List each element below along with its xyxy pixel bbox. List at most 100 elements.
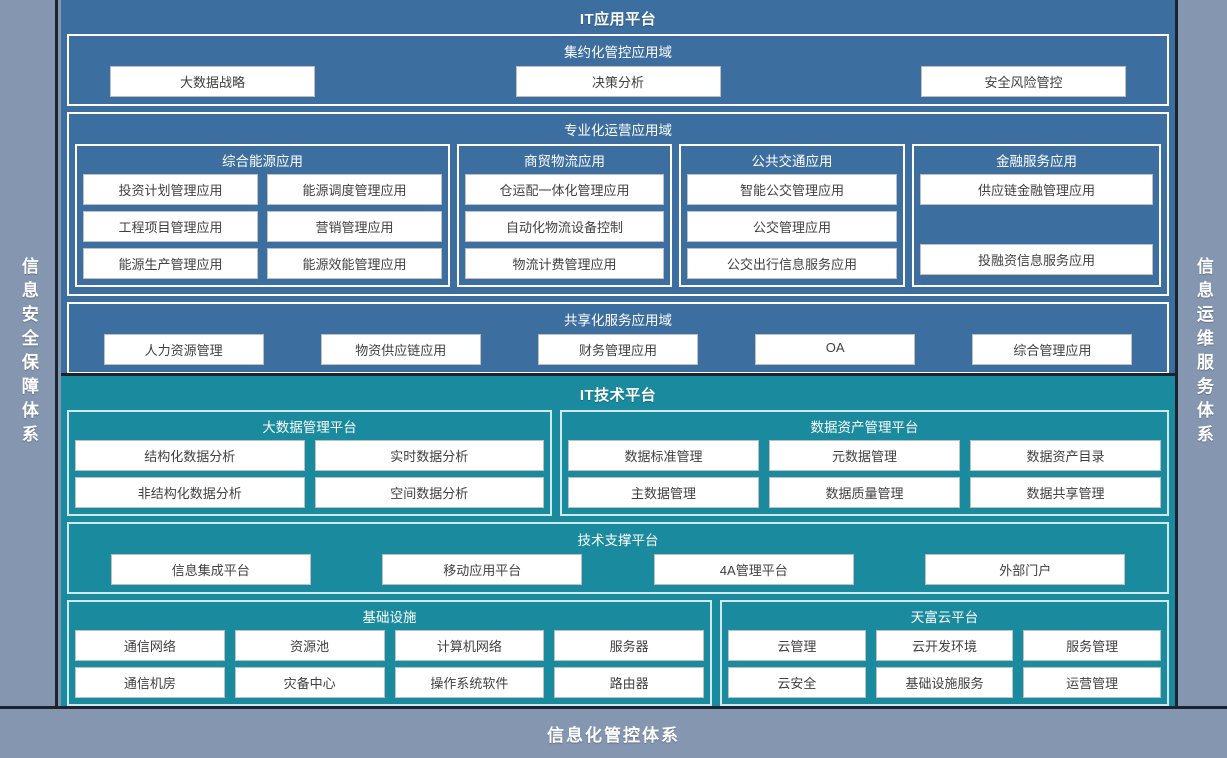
chip-spatial-data-analysis[interactable]: 空间数据分析 (314, 477, 544, 508)
domain-finance-row-3: 投融资信息服务应用 (920, 244, 1153, 275)
chip-investment-financing-info-service[interactable]: 投融资信息服务应用 (920, 244, 1153, 275)
domain-trade-title: 商贸物流应用 (524, 154, 605, 169)
group-infrastructure: 基础设施 通信网络 资源池 计算机网络 服务器 通信机房 灾备中心 (67, 600, 712, 706)
domain-finance-row-2-spacer (920, 211, 1153, 238)
tech-data-group-row: 大数据管理平台 结构化数据分析 实时数据分析 非结构化数据分析 空间数据分析 (67, 410, 1169, 516)
chip-communication-room[interactable]: 通信机房 (75, 667, 225, 698)
domain-financial-services: 金融服务应用 供应链金融管理应用 投融资信息服务应用 (912, 144, 1161, 287)
infrastructure-row-1: 通信网络 资源池 计算机网络 服务器 (75, 630, 704, 661)
chip-metadata-mgmt[interactable]: 元数据管理 (769, 440, 960, 471)
chip-service-management[interactable]: 服务管理 (1023, 630, 1162, 661)
cloud-row-1: 云管理 云开发环境 服务管理 (728, 630, 1162, 661)
main-column: IT应用平台 集约化管控应用域 大数据战略 决策分析 安全风险管控 专业化运营应… (61, 0, 1175, 712)
tech-infra-group-row: 基础设施 通信网络 资源池 计算机网络 服务器 通信机房 灾备中心 (67, 600, 1169, 706)
chip-big-data-strategy[interactable]: 大数据战略 (110, 66, 315, 97)
group-infrastructure-grid: 通信网络 资源池 计算机网络 服务器 通信机房 灾备中心 操作系统软件 路由器 (75, 630, 704, 698)
chip-oa[interactable]: OA (755, 334, 916, 365)
chip-realtime-data-analysis[interactable]: 实时数据分析 (314, 440, 544, 471)
chip-info-integration-platform[interactable]: 信息集成平台 (110, 554, 311, 585)
it-technical-platform: IT技术平台 大数据管理平台 结构化数据分析 实时数据分析 非结构化数据分析 (61, 373, 1175, 712)
tech-platform-title: IT技术平台 (579, 387, 657, 404)
chip-router[interactable]: 路由器 (554, 667, 704, 698)
group-big-data-grid: 结构化数据分析 实时数据分析 非结构化数据分析 空间数据分析 (75, 440, 544, 508)
domain-trade-logistics: 商贸物流应用 仓运配一体化管理应用 自动化物流设备控制 物流计费管理应用 (457, 144, 672, 287)
chip-communication-network[interactable]: 通信网络 (75, 630, 225, 661)
chip-security-risk-control[interactable]: 安全风险管控 (921, 66, 1126, 97)
chip-data-standard-mgmt[interactable]: 数据标准管理 (568, 440, 759, 471)
chip-mobile-app-platform[interactable]: 移动应用平台 (382, 554, 583, 585)
chip-investment-plan-mgmt[interactable]: 投资计划管理应用 (83, 174, 258, 205)
chip-logistics-billing-mgmt[interactable]: 物流计费管理应用 (465, 248, 664, 279)
chip-energy-efficiency-mgmt[interactable]: 能源效能管理应用 (267, 248, 442, 279)
domain-trade-grid: 仓运配一体化管理应用 自动化物流设备控制 物流计费管理应用 (465, 174, 664, 279)
chip-operating-system-software[interactable]: 操作系统软件 (394, 667, 545, 698)
domain-transit-grid: 智能公交管理应用 公交管理应用 公交出行信息服务应用 (687, 174, 897, 279)
domain-finance-row-1: 供应链金融管理应用 (920, 174, 1153, 205)
chip-cloud-security[interactable]: 云安全 (728, 667, 866, 698)
right-rail-label: 信息运维服务体系 (1193, 257, 1213, 449)
chip-data-quality-mgmt[interactable]: 数据质量管理 (769, 477, 960, 508)
right-rail-operations-system: 信息运维服务体系 (1175, 0, 1227, 706)
domain-trade-row-3: 物流计费管理应用 (465, 248, 664, 279)
chip-decision-analysis[interactable]: 决策分析 (515, 66, 721, 97)
band-shared-service-domain: 共享化服务应用域 人力资源管理 物资供应链应用 财务管理应用 OA 综合管理应用 (67, 302, 1169, 374)
bottom-bar-label: 信息化管控体系 (547, 726, 680, 745)
chip-disaster-recovery-center[interactable]: 灾备中心 (234, 667, 385, 698)
domain-transit-row-2: 公交管理应用 (687, 211, 897, 242)
it-application-platform: IT应用平台 集约化管控应用域 大数据战略 决策分析 安全风险管控 专业化运营应… (61, 0, 1175, 374)
chip-automated-logistics-equipment[interactable]: 自动化物流设备控制 (465, 211, 664, 242)
domain-energy-row-1: 投资计划管理应用 能源调度管理应用 (83, 174, 442, 205)
chip-infrastructure-service[interactable]: 基础设施服务 (875, 667, 1014, 698)
bottom-bar-governance-system: 信息化管控体系 (0, 706, 1227, 758)
data-asset-row-2: 主数据管理 数据质量管理 数据共享管理 (568, 477, 1161, 508)
domain-transit-row-1: 智能公交管理应用 (687, 174, 897, 205)
band-shared-items: 人力资源管理 物资供应链应用 财务管理应用 OA 综合管理应用 (75, 334, 1161, 365)
chip-data-asset-catalog[interactable]: 数据资产目录 (970, 440, 1161, 471)
chip-resource-pool[interactable]: 资源池 (234, 630, 385, 661)
chip-comprehensive-management-app[interactable]: 综合管理应用 (972, 334, 1133, 365)
chip-marketing-mgmt[interactable]: 营销管理应用 (267, 211, 442, 242)
left-rail-security-system: 信息安全保障体系 (0, 0, 58, 706)
chip-engineering-project-mgmt[interactable]: 工程项目管理应用 (83, 211, 258, 242)
chip-computer-network[interactable]: 计算机网络 (394, 630, 545, 661)
app-platform-title: IT应用平台 (579, 11, 657, 28)
domain-trade-row-2: 自动化物流设备控制 (465, 211, 664, 242)
domain-energy-grid: 投资计划管理应用 能源调度管理应用 工程项目管理应用 营销管理应用 能源生产管理… (83, 174, 442, 279)
chip-bus-mgmt[interactable]: 公交管理应用 (687, 211, 897, 242)
group-data-asset-grid: 数据标准管理 元数据管理 数据资产目录 主数据管理 数据质量管理 数据共享管理 (568, 440, 1161, 508)
chip-hr-management[interactable]: 人力资源管理 (103, 334, 264, 365)
chip-4a-management-platform[interactable]: 4A管理平台 (653, 554, 854, 585)
band-shared-title: 共享化服务应用域 (564, 313, 672, 328)
chip-unstructured-data-analysis[interactable]: 非结构化数据分析 (75, 477, 305, 508)
chip-integrated-warehouse-transport[interactable]: 仓运配一体化管理应用 (465, 174, 664, 205)
domain-comprehensive-energy: 综合能源应用 投资计划管理应用 能源调度管理应用 工程项目管理应用 营销管理应用 (75, 144, 450, 287)
group-cloud-grid: 云管理 云开发环境 服务管理 云安全 基础设施服务 运营管理 (728, 630, 1162, 698)
support-platform-title: 技术支撑平台 (577, 533, 659, 548)
data-asset-row-1: 数据标准管理 元数据管理 数据资产目录 (568, 440, 1161, 471)
infrastructure-row-2: 通信机房 灾备中心 操作系统软件 路由器 (75, 667, 704, 698)
chip-data-sharing-mgmt[interactable]: 数据共享管理 (970, 477, 1161, 508)
chip-cloud-management[interactable]: 云管理 (728, 630, 866, 661)
chip-master-data-mgmt[interactable]: 主数据管理 (568, 477, 759, 508)
tech-band-support-platform: 技术支撑平台 信息集成平台 移动应用平台 4A管理平台 外部门户 (67, 522, 1169, 594)
chip-energy-dispatch-mgmt[interactable]: 能源调度管理应用 (267, 174, 442, 205)
chip-supply-chain-finance-mgmt[interactable]: 供应链金融管理应用 (920, 174, 1153, 205)
chip-smart-bus-mgmt[interactable]: 智能公交管理应用 (687, 174, 897, 205)
band-professional-operation-domain: 专业化运营应用域 综合能源应用 投资计划管理应用 能源调度管理应用 工程项目管理… (67, 112, 1169, 296)
domain-transit-title: 公共交通应用 (751, 154, 833, 169)
chip-server[interactable]: 服务器 (554, 630, 704, 661)
chip-material-supply-chain[interactable]: 物资供应链应用 (320, 334, 481, 365)
domain-energy-row-2: 工程项目管理应用 营销管理应用 (83, 211, 442, 242)
chip-external-portal[interactable]: 外部门户 (925, 554, 1126, 585)
chip-energy-production-mgmt[interactable]: 能源生产管理应用 (83, 248, 258, 279)
chip-cloud-dev-environment[interactable]: 云开发环境 (875, 630, 1014, 661)
domain-trade-row-1: 仓运配一体化管理应用 (465, 174, 664, 205)
chip-structured-data-analysis[interactable]: 结构化数据分析 (75, 440, 305, 471)
chip-operation-management[interactable]: 运营管理 (1023, 667, 1162, 698)
domain-energy-row-3: 能源生产管理应用 能源效能管理应用 (83, 248, 442, 279)
chip-bus-travel-info-service[interactable]: 公交出行信息服务应用 (687, 248, 897, 279)
domain-public-transit: 公共交通应用 智能公交管理应用 公交管理应用 公交出行信息服务应用 (679, 144, 905, 287)
big-data-row-1: 结构化数据分析 实时数据分析 (75, 440, 544, 471)
chip-finance-management-app[interactable]: 财务管理应用 (537, 334, 698, 365)
